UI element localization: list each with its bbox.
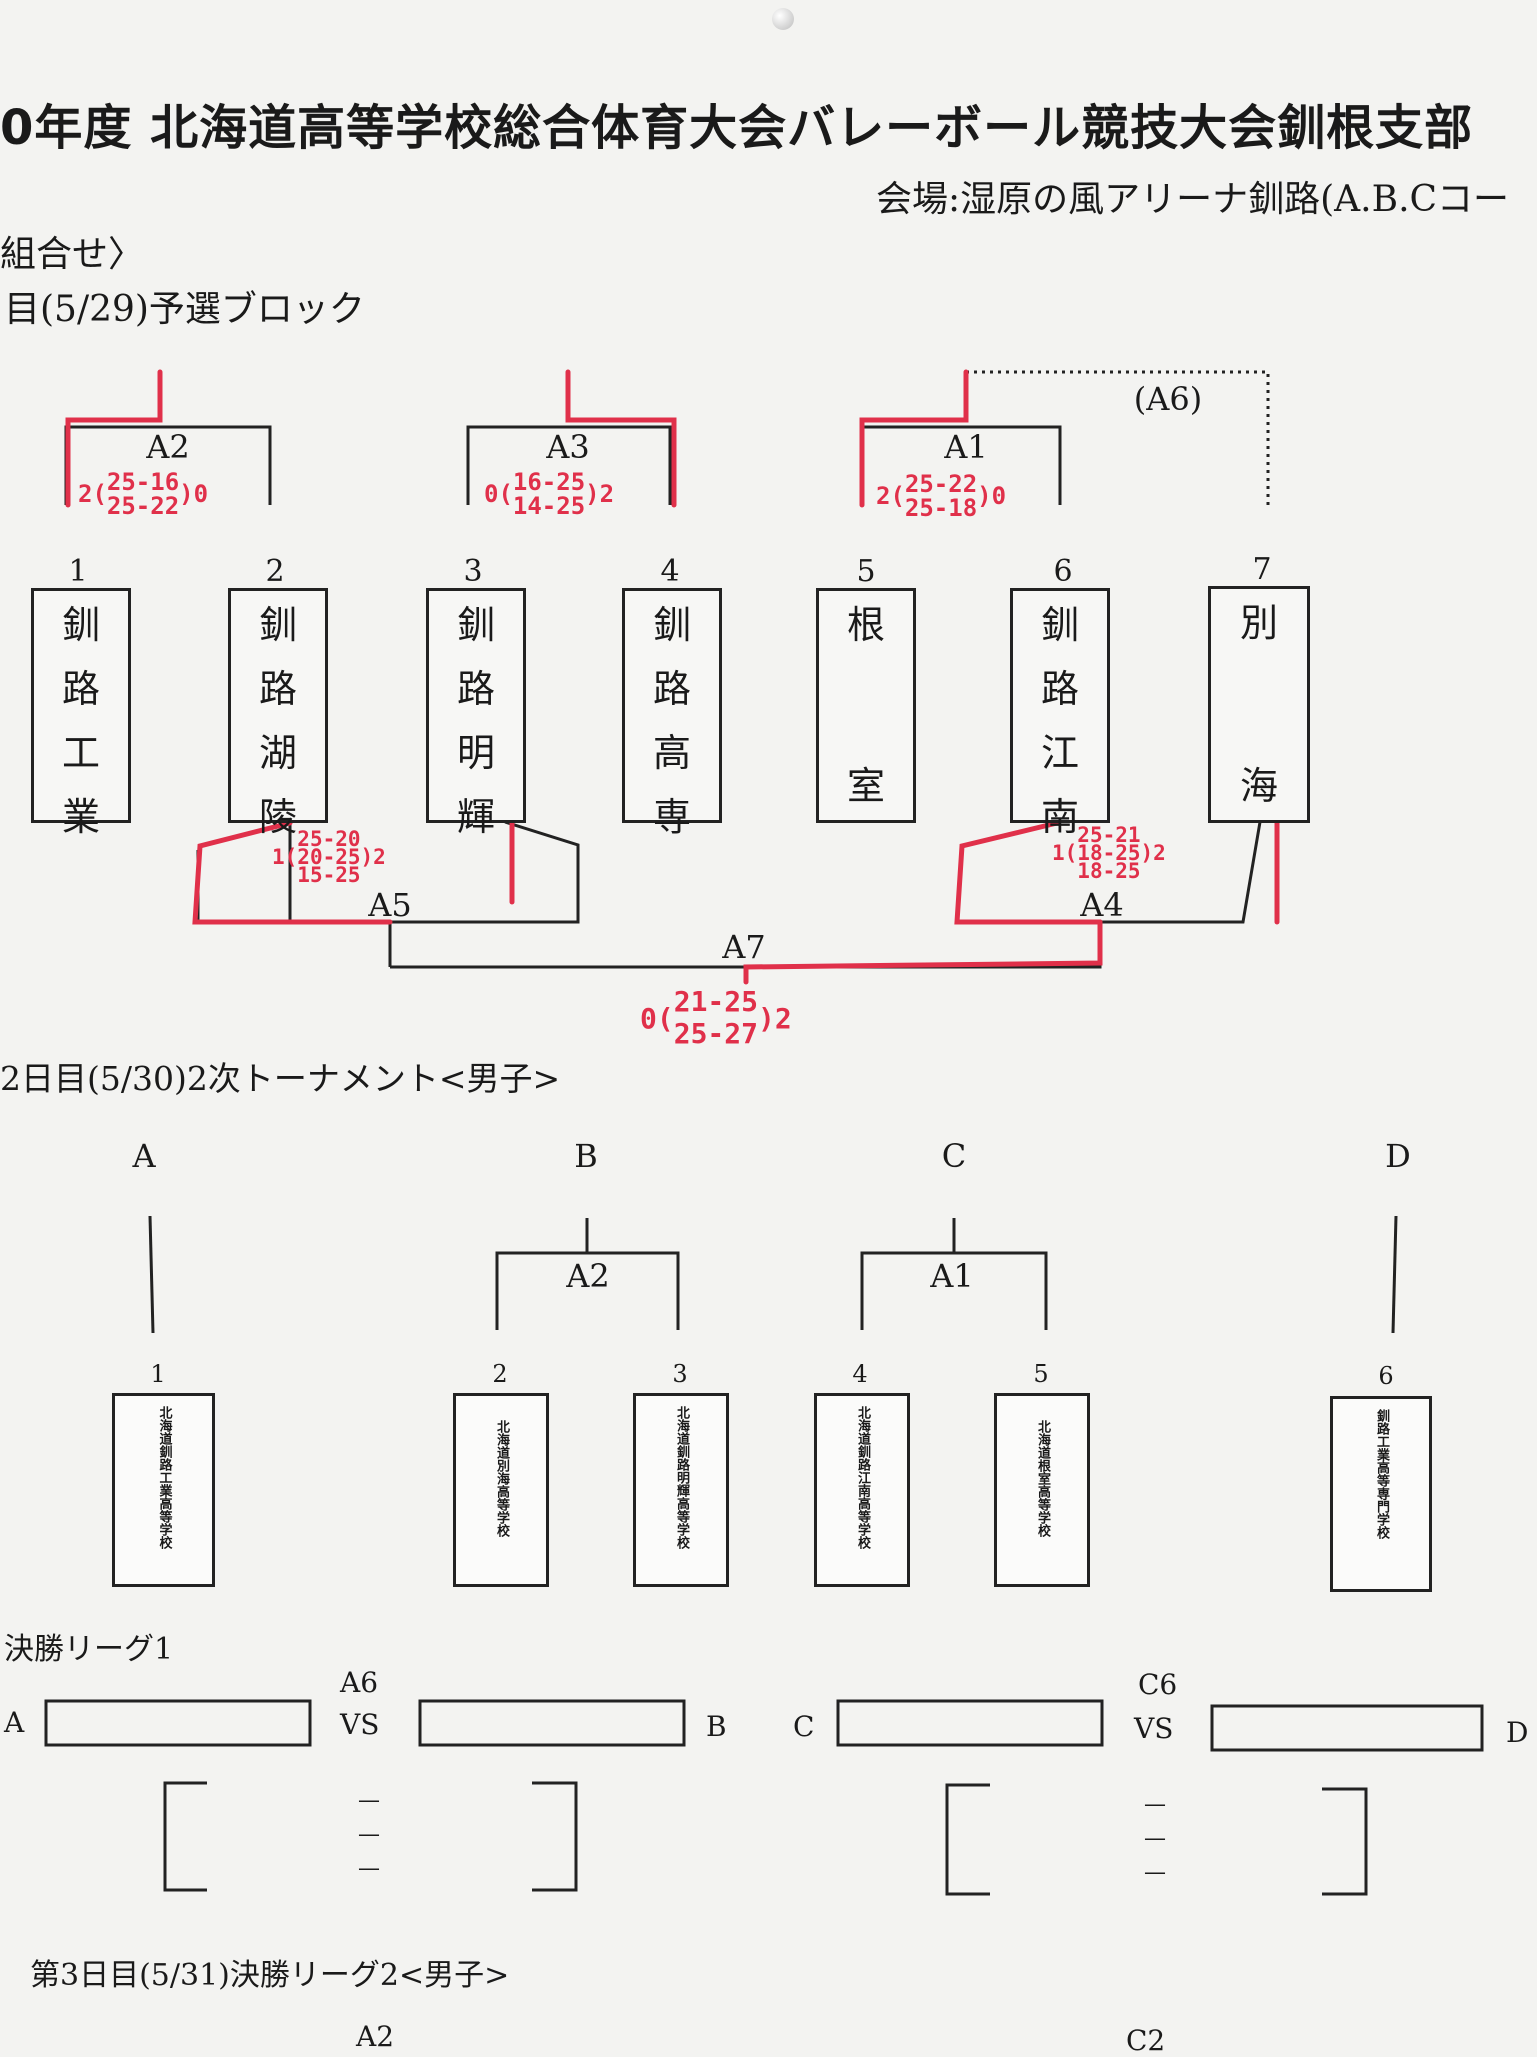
match-label-a6: (A6) — [1133, 380, 1203, 418]
score-dash: — — [358, 1856, 380, 1881]
day2-heading: 2日目(5/30)2次トーナメント<男子> — [0, 1059, 561, 1098]
league1-match-right: C6 — [1138, 1668, 1178, 1701]
push-pin — [772, 8, 794, 30]
side-label-b: B — [706, 1710, 727, 1743]
league1-heading: 決勝リーグ1 — [4, 1632, 174, 1667]
team-number: 4 — [660, 554, 680, 589]
match-label-a1: A1 — [944, 428, 988, 466]
team-number: 2 — [265, 554, 285, 589]
group-label-c: C — [941, 1137, 967, 1175]
match-label-a1-round2: A1 — [930, 1257, 974, 1295]
team-box-r2-2: 北海道別海高等学校 — [453, 1393, 549, 1587]
match-label-a2-round2: A2 — [566, 1257, 610, 1295]
score-dash: — — [358, 1788, 380, 1813]
team-number: 1 — [68, 554, 88, 589]
league1-match-left: A6 — [340, 1666, 379, 1699]
team-number: 4 — [852, 1360, 868, 1388]
venue-label: 会場:湿原の風アリーナ釧路(A.B.Cコー — [876, 179, 1510, 220]
side-label-c: C — [793, 1710, 815, 1743]
match-label-a2: A2 — [146, 428, 190, 466]
team-box-1: 釧路工業 — [31, 588, 131, 839]
team-box-5: 根室 — [816, 588, 916, 823]
team-number: 1 — [150, 1360, 166, 1388]
team-box-r2-1: 北海道釧路工業高等学校 — [112, 1393, 215, 1587]
match-label-a4: A4 — [1080, 886, 1124, 924]
team-number: 6 — [1378, 1362, 1394, 1390]
day3-label-c2: C2 — [1126, 2024, 1166, 2057]
team-box-7: 別海 — [1208, 586, 1310, 823]
team-number: 7 — [1252, 552, 1272, 587]
match-label-a7: A7 — [722, 928, 766, 966]
side-label-d: D — [1506, 1716, 1529, 1749]
team-box-r2-5: 北海道根室高等学校 — [994, 1393, 1090, 1587]
team-number: 3 — [672, 1360, 688, 1388]
team-box-r2-6: 釧路工業高等専門学校 — [1330, 1396, 1432, 1592]
score-dash: — — [1144, 1792, 1166, 1817]
score-dash: — — [358, 1822, 380, 1847]
day3-heading: 第3日目(5/31)決勝リーグ2<男子> — [30, 1958, 510, 1993]
team-box-6: 釧路江南 — [1010, 588, 1110, 839]
team-box-3: 釧路明輝 — [426, 588, 526, 839]
team-box-r2-3: 北海道釧路明輝高等学校 — [633, 1393, 729, 1587]
team-number: 6 — [1053, 554, 1073, 589]
group-label-d: D — [1385, 1137, 1411, 1175]
day1-heading: 目(5/29)予選ブロック — [4, 289, 365, 330]
score-dash: — — [1144, 1860, 1166, 1885]
vs-label: VS — [1134, 1712, 1174, 1745]
side-label-a: A — [4, 1706, 25, 1739]
score-dash: — — [1144, 1826, 1166, 1851]
vs-label: VS — [340, 1708, 380, 1741]
team-number: 2 — [492, 1360, 508, 1388]
match-label-a3: A3 — [546, 428, 590, 466]
team-box-4: 釧路高専 — [622, 588, 722, 839]
team-box-r2-4: 北海道釧路江南高等学校 — [814, 1393, 910, 1587]
team-number: 3 — [463, 554, 483, 589]
page-title: 0年度 北海道高等学校総合体育大会バレーボール競技大会釧根支部 — [0, 100, 1474, 156]
team-box-2: 釧路湖陵 — [228, 588, 328, 839]
match-label-a5: A5 — [368, 886, 412, 924]
group-label-b: B — [574, 1137, 598, 1175]
team-number: 5 — [1033, 1360, 1049, 1388]
team-number: 5 — [856, 554, 876, 589]
section-heading: 組合せ〉 — [0, 234, 145, 275]
group-label-a: A — [132, 1137, 156, 1175]
day3-label-a2: A2 — [356, 2020, 395, 2053]
